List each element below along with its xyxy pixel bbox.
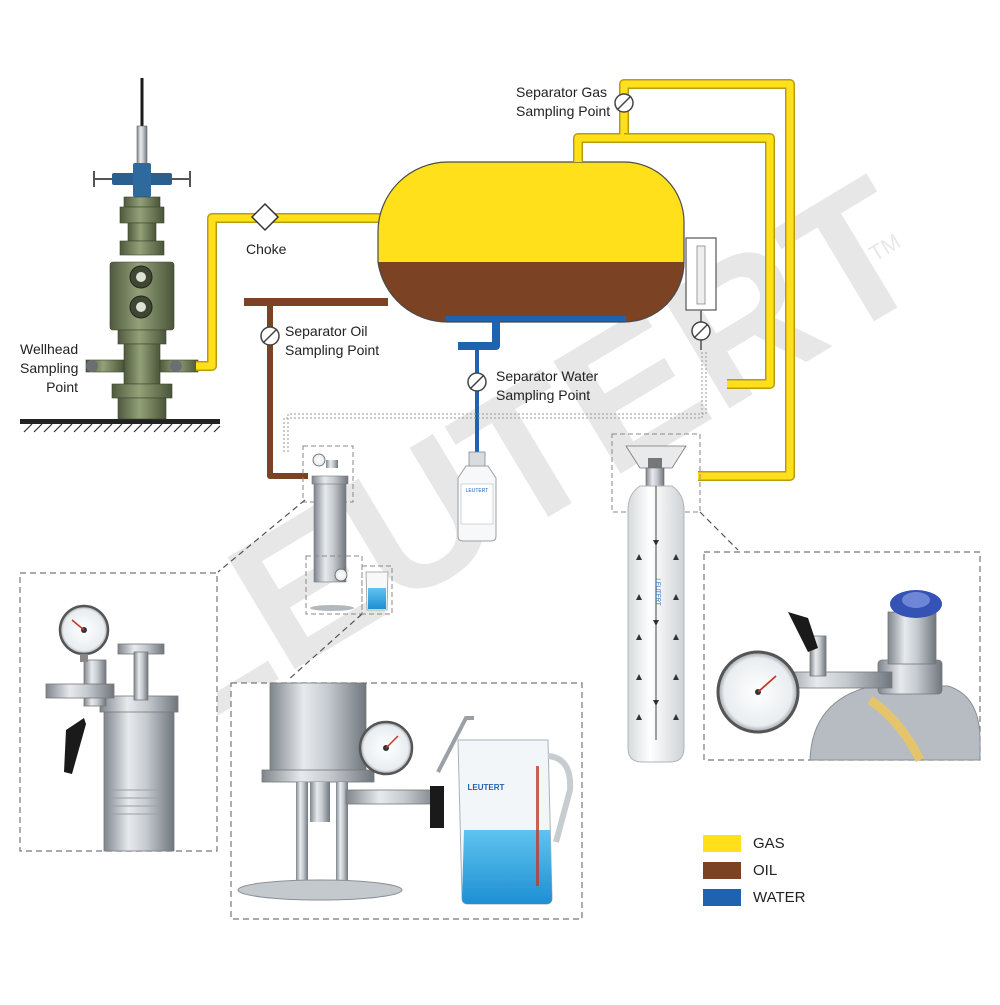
callout-leaders: [217, 499, 739, 681]
legend-label-water: WATER: [753, 889, 806, 906]
label-oil-line-2: Sampling Point: [285, 342, 380, 358]
detail-beaker: LEUTERT: [230, 682, 583, 920]
bottle-logo: LEUTERT: [466, 488, 489, 494]
legend-label-oil: OIL: [753, 862, 778, 879]
legend-swatch-water: [703, 889, 741, 906]
label-water-line-1: Separator Water: [496, 368, 599, 384]
gas-sample-cylinder: LEUTERT: [611, 433, 701, 763]
valve-water-sampling: [467, 372, 487, 392]
label-wellhead-sampling-point: Wellhead Sampling Point: [20, 340, 78, 397]
legend-item-gas: GAS: [703, 830, 853, 857]
label-separator-gas-sampling-point: Separator Gas Sampling Point: [516, 83, 610, 121]
legend-label-gas: GAS: [753, 835, 785, 852]
gas-line-separator: [573, 79, 795, 481]
label-wellhead-line-3: Point: [46, 379, 78, 395]
label-separator-oil-sampling-point: Separator Oil Sampling Point: [285, 322, 379, 360]
water-line: [458, 321, 500, 452]
gas-line-wellhead: [196, 213, 388, 371]
vent-lines: [283, 352, 707, 452]
cylinder-logo: LEUTERT: [654, 578, 660, 606]
label-gas-line-1: Separator Gas: [516, 84, 608, 100]
legend-item-oil: OIL: [703, 857, 853, 884]
separator-vessel: [377, 161, 685, 323]
oil-sample-assembly: [302, 445, 393, 615]
detail-oil-cylinder: [19, 572, 218, 852]
ground: [20, 419, 221, 433]
valve-level-gauge: [691, 321, 711, 341]
beaker-logo: LEUTERT: [468, 783, 505, 792]
oil-line: [244, 298, 388, 479]
label-water-line-2: Sampling Point: [496, 387, 591, 403]
label-oil-line-1: Separator Oil: [285, 323, 368, 339]
valve-gas-sampling: [614, 93, 634, 113]
legend-item-water: WATER: [703, 884, 853, 911]
wellhead: [85, 78, 199, 420]
valve-oil-sampling: [260, 326, 280, 346]
label-wellhead-line-2: Sampling: [20, 360, 79, 376]
legend: GAS OIL WATER: [703, 830, 853, 911]
label-separator-water-sampling-point: Separator Water Sampling Point: [496, 367, 598, 405]
choke-valve: [250, 202, 280, 232]
legend-swatch-oil: [703, 862, 741, 879]
level-gauge: [685, 237, 717, 350]
legend-swatch-gas: [703, 835, 741, 852]
cylinder-flow-arrows: [636, 540, 679, 720]
label-gas-line-2: Sampling Point: [516, 103, 611, 119]
detail-gas-valve: [703, 551, 981, 763]
label-choke: Choke: [246, 241, 287, 257]
water-sample-bottle: LEUTERT: [457, 451, 497, 542]
label-wellhead-line-1: Wellhead: [20, 341, 79, 357]
